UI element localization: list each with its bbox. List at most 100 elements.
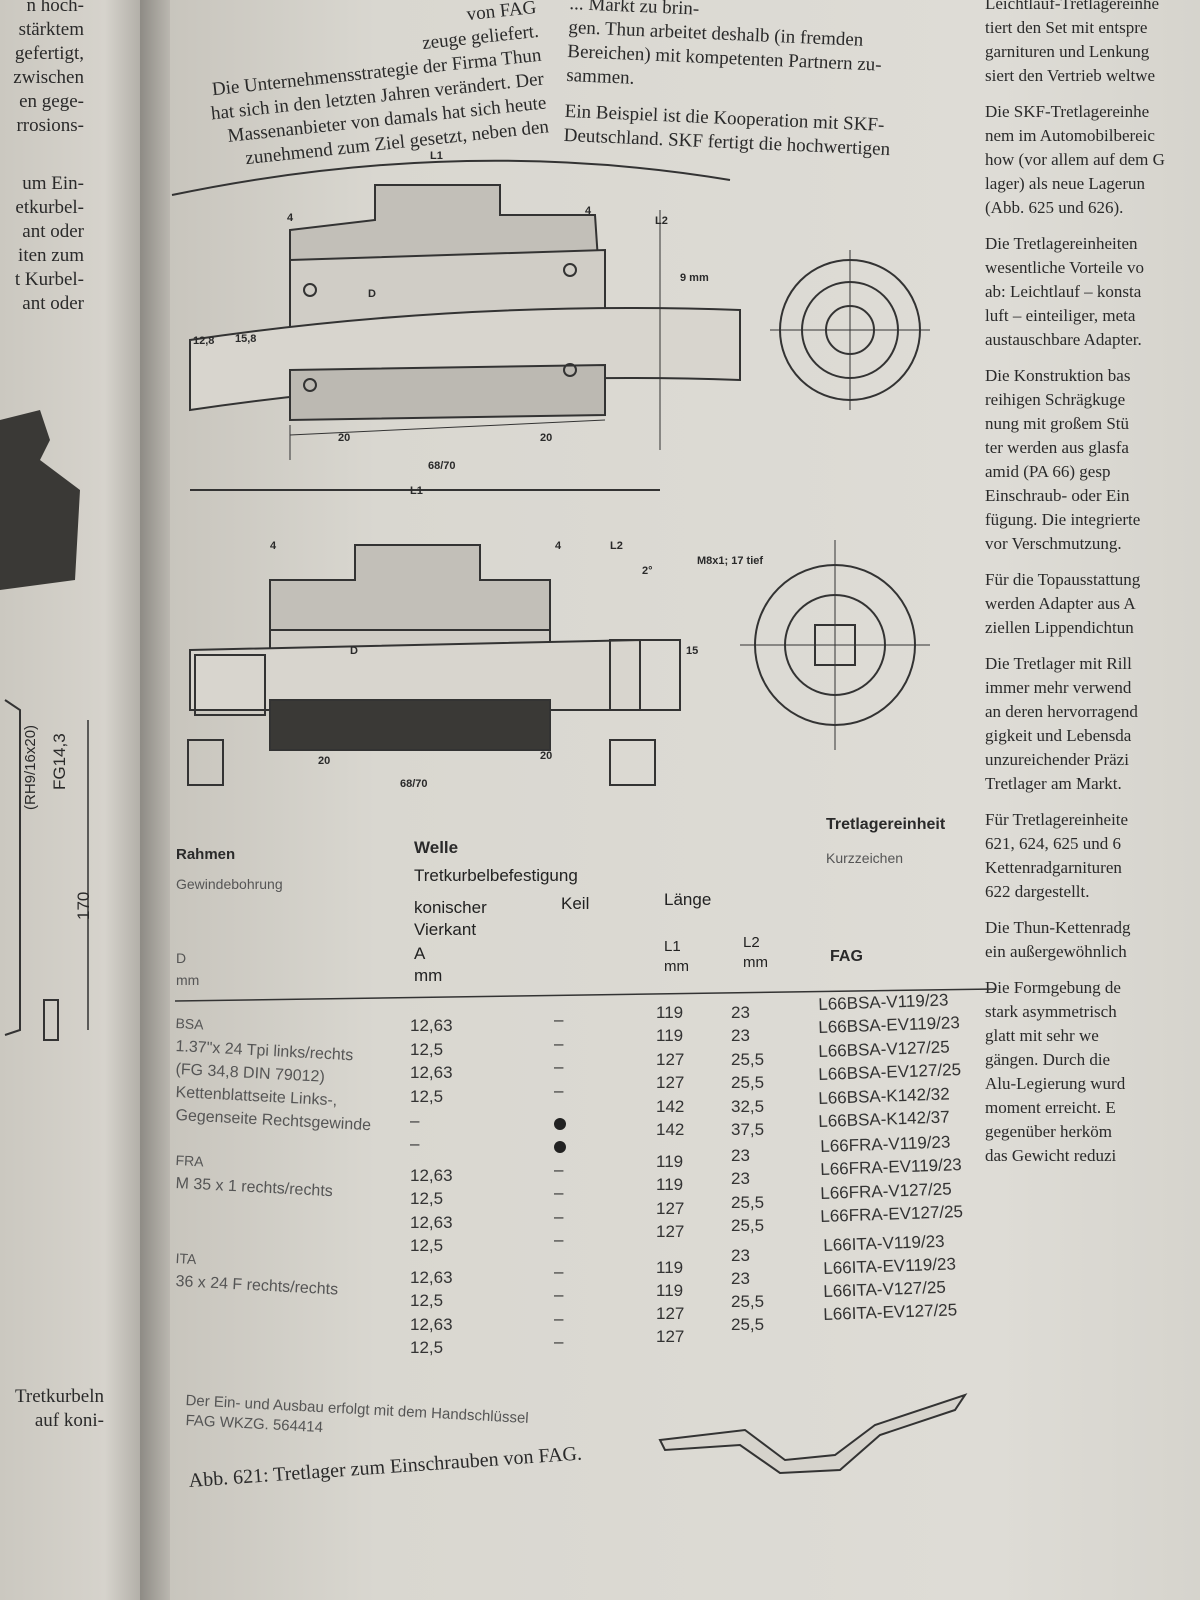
header-vierkant-2: Vierkant [414,920,477,939]
dimension-label: 20 [318,755,331,767]
l2-value: 25,5 [731,1050,765,1069]
header-l1: L1 [664,938,681,955]
text-line: gängen. Durch die [985,1050,1111,1069]
keil-value: – [554,1010,564,1029]
dimension-label: L2 [655,215,668,227]
dimension-label: 2° [642,565,653,577]
text-line: fügung. Die integrierte [985,510,1141,529]
fag-code: L66ITA-V127/25 [822,1277,946,1301]
text-line: Die Konstruktion bas [985,366,1131,385]
header-a: A [414,944,426,963]
l1-value: 127 [656,1199,685,1218]
text-line: ab: Leichtlauf – konsta [985,282,1142,301]
paragraph: Für die Topausstattung werden Adapter aus… [985,568,1200,640]
text-line: 622 dargestellt. [985,882,1090,901]
a-value: 12,63 [410,1268,453,1287]
l1-value: 142 [656,1097,685,1116]
keil-value: – [554,1034,564,1053]
header-rahmen: Rahmen [176,846,236,863]
fg-label: FG14,3 [50,733,69,790]
keil-value: – [554,1160,564,1179]
a-value: 12,5 [410,1291,444,1310]
a-value: 12,63 [410,1063,453,1082]
text-line: etkurbel- [15,197,84,218]
paragraph: Die Tretlager mit Rill immer mehr verwend… [985,652,1200,796]
a-value: 12,63 [410,1213,453,1232]
text-line: an deren hervorragend [985,702,1138,721]
left-page-drawing [4,699,89,1041]
text-line: Die Formgebung de [985,978,1121,997]
dimension-label: 4 [555,540,562,552]
rahmen-text: BSA [175,1015,204,1033]
l2-value: 32,5 [731,1097,765,1116]
a-value: 12,63 [410,1315,453,1334]
text-line: immer mehr verwend [985,678,1132,697]
l1-value: 119 [656,1003,684,1022]
dimension-label: 4 [287,212,294,224]
l1-value: 119 [656,1175,684,1194]
text-line: ant oder [22,221,84,242]
text-line: how (vor allem auf dem G [985,150,1165,169]
text-line: Einschraub- oder Ein [985,486,1130,505]
text-line: tiert den Set mit entspre [985,18,1148,37]
text-line: glatt mit sehr we [985,1026,1099,1045]
text-line: unzureichender Präzi [985,750,1129,769]
text-line: Die Tretlagereinheiten [985,234,1138,253]
text-line: Für die Topausstattung [985,570,1141,589]
dimension-label: 20 [338,432,351,444]
text-line: Für Tretlagereinheite [985,810,1129,829]
a-value: 12,5 [410,1189,444,1208]
dimension-label: L1 [410,485,423,497]
thread-label: (RH9/16x20) [22,724,39,810]
l1-value: 127 [656,1050,685,1069]
header-l2-unit: mm [743,954,768,971]
a-value: 12,63 [410,1016,453,1035]
paragraph: ... Markt zu brin-gen. Thun arbeitet des… [566,0,950,104]
keil-value: – [554,1183,564,1202]
text-line: ter werden aus glasfa [985,438,1129,457]
text-line: gegenüber herköm [985,1122,1112,1141]
header-keil: Keil [561,894,590,913]
header-d-unit: mm [176,972,200,988]
l1-value: 127 [656,1304,685,1323]
l2-value: 23 [731,1269,750,1288]
keil-value: – [554,1262,564,1281]
text-line: werden Adapter aus A [985,594,1136,613]
l2-value: 37,5 [731,1120,765,1139]
text-line: (Abb. 625 und 626). [985,198,1124,217]
header-kurzzeichen: Kurzzeichen [826,850,904,866]
l2-value: 23 [731,1246,750,1265]
a-value: 12,63 [410,1166,453,1185]
bearing-drawing-bottom [187,489,930,786]
text-line: garnituren und Lenkung [985,42,1150,61]
dimension-label: 4 [585,205,592,217]
text-line: Alu-Legierung wurd [985,1074,1126,1093]
l2-value: 25,5 [731,1292,765,1311]
text-line: auf koni- [34,1410,104,1431]
keil-value: – [554,1309,564,1328]
text-line: Tretkurbeln [14,1386,104,1407]
dimension-label: D [350,645,358,657]
dimension-label: M8x1; 17 tief [697,555,764,567]
keil-value [554,1138,566,1158]
dimension-label: 20 [540,432,553,444]
text-line: um Ein- [22,173,84,194]
text-line: Die Tretlager mit Rill [985,654,1132,673]
dimension-label: 20 [540,750,553,762]
l1-value: 142 [656,1120,685,1139]
l2-value: 23 [731,1003,750,1022]
dimension-label: 9 mm [680,272,709,284]
text-line: vor Verschmutzung. [985,534,1122,553]
fag-code: L66ITA-EV119/23 [822,1253,957,1278]
text-line: en gege- [19,91,84,112]
dimension-label: L1 [430,150,443,162]
text-line: stärktem [18,19,84,40]
